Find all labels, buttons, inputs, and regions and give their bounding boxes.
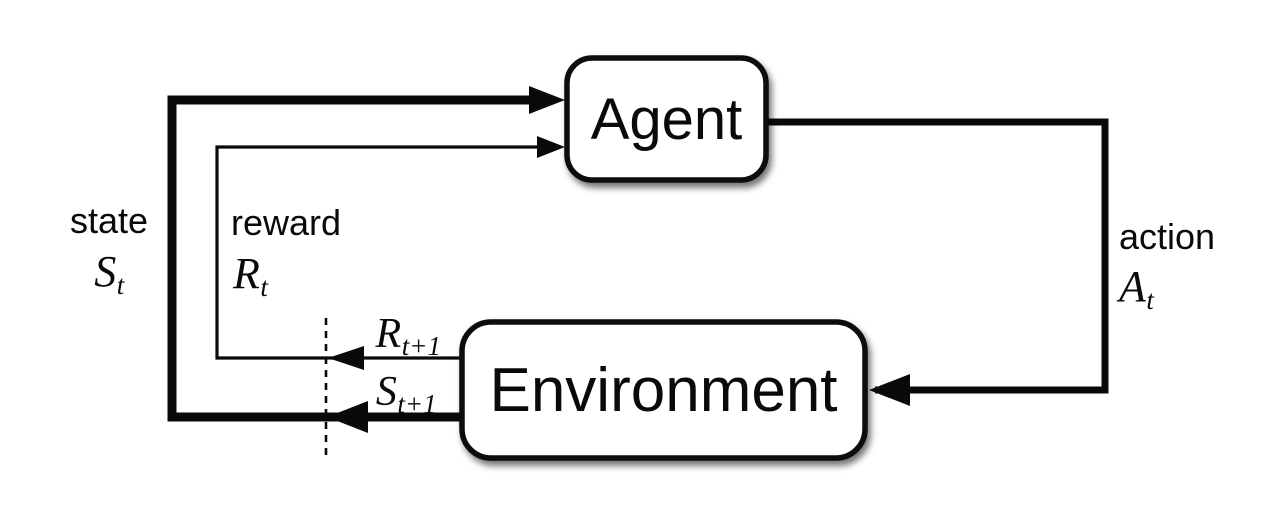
reward-symbol-text: R — [233, 249, 260, 298]
environment-node-label-text: Environment — [489, 355, 838, 425]
agent-node-label: Agent — [567, 58, 766, 180]
action-word-text: action — [1119, 216, 1216, 257]
reward-word-label: reward — [231, 205, 341, 241]
next-state-symbol-text: S — [375, 369, 397, 415]
state-word-text: state — [69, 200, 149, 241]
action-symbol-text: A — [1119, 262, 1146, 311]
state-into-agent-arrowhead — [529, 86, 565, 114]
environment-box — [459, 319, 868, 461]
next-reward-symbol-label: Rt+1 — [350, 311, 466, 359]
next-reward-symbol-subscript: t+1 — [401, 330, 441, 361]
agent-node-label-text: Agent — [590, 86, 743, 152]
action-into-environment-arrowhead — [869, 374, 910, 406]
agent-box — [564, 55, 769, 183]
action-symbol-subscript: t — [1146, 284, 1154, 315]
action-loop-line — [766, 118, 1109, 394]
action-symbol-label: At — [1119, 262, 1154, 314]
state-loop-line — [167, 95, 552, 422]
reward-symbol-subscript: t — [260, 271, 268, 302]
state-symbol-text: S — [94, 247, 117, 296]
reward-word-text: reward — [231, 202, 342, 243]
reward-into-agent-arrowhead — [537, 136, 565, 158]
action-word-label: action — [1119, 219, 1215, 255]
reward-symbol-label: Rt — [233, 249, 268, 301]
state-symbol-subscript: t — [116, 269, 125, 300]
next-reward-arrowhead — [328, 346, 364, 370]
next-state-arrowhead — [327, 401, 368, 433]
state-symbol-label: St — [56, 247, 162, 299]
next-state-symbol-subscript: t+1 — [397, 388, 437, 419]
environment-node-label: Environment — [462, 322, 865, 458]
next-reward-symbol-text: R — [375, 311, 402, 357]
next-state-symbol-label: St+1 — [348, 369, 464, 417]
state-word-label: state — [56, 203, 162, 239]
